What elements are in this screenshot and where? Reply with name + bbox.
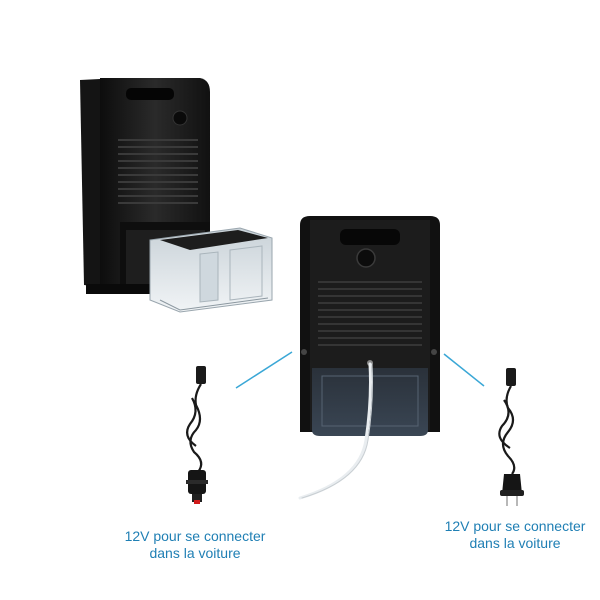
caption-right: 12V pour se connecter dans la voiture	[424, 518, 600, 552]
dehumidifier-front-view	[300, 216, 440, 436]
caption-left-line2: dans la voiture	[149, 545, 241, 561]
vent-grille	[118, 139, 198, 204]
eu-plug-cord-icon	[498, 368, 524, 506]
caption-left: 12V pour se connecter dans la voiture	[104, 528, 286, 562]
left-pointer-line	[235, 351, 293, 389]
water-tank	[149, 227, 273, 313]
front-vent-grille	[318, 281, 422, 346]
car-cigarette-lighter-cord-icon	[185, 366, 208, 504]
caption-right-line1: 12V pour se connecter	[444, 518, 586, 534]
right-pointer-line	[443, 353, 485, 387]
caption-left-line1: 12V pour se connecter	[124, 528, 266, 544]
caption-right-line2: dans la voiture	[469, 535, 561, 551]
white-power-cord	[298, 362, 372, 500]
